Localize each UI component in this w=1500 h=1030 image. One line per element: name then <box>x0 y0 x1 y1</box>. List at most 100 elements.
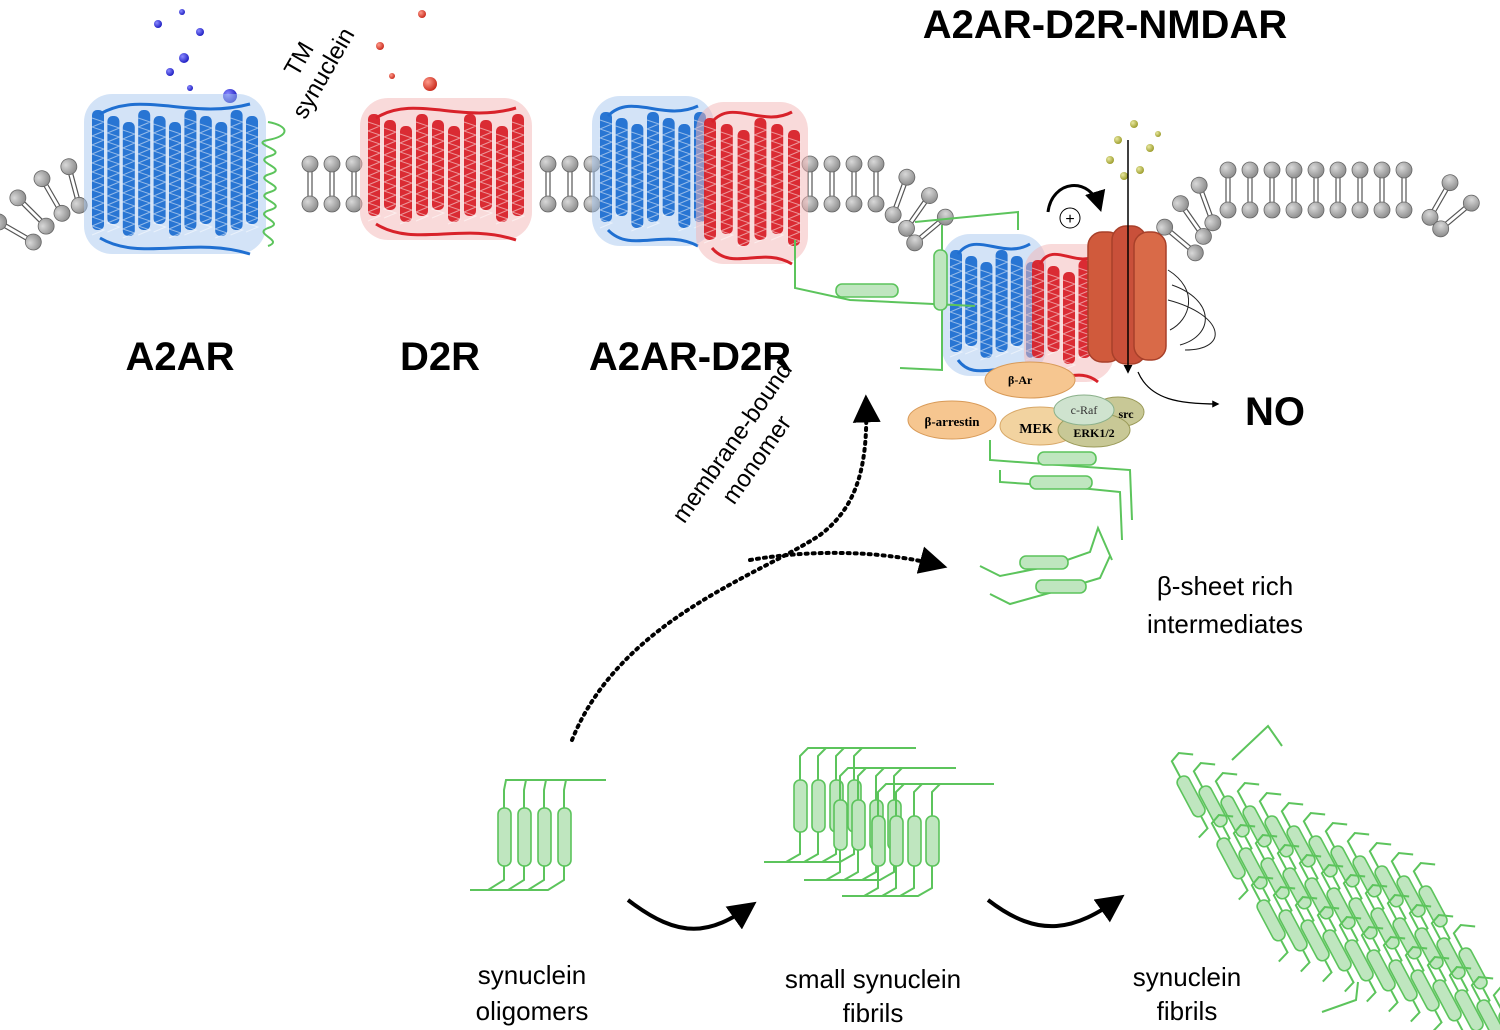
receptor-loop <box>375 222 517 242</box>
lipid <box>1307 161 1325 219</box>
stage-1-line-2: oligomers <box>476 996 589 1026</box>
synuclein-helix-cylinder <box>517 807 532 867</box>
synuclein-helix-cylinder <box>1414 927 1444 970</box>
synuclein-chain <box>470 862 505 891</box>
synuclein-chain <box>1322 959 1333 983</box>
fibril-unit <box>1470 976 1500 1030</box>
synuclein-chain <box>1278 939 1289 963</box>
glutamate-molecule <box>1106 156 1114 164</box>
synuclein-chain <box>1210 814 1234 840</box>
synuclein-chain <box>1338 916 1362 942</box>
dotted-arrow-to-monomer <box>570 394 881 742</box>
synuclein-chain <box>1276 844 1300 870</box>
synuclein-helix-cylinder <box>1308 835 1338 878</box>
synuclein-chain <box>764 832 801 863</box>
synuclein-chain <box>1254 834 1278 860</box>
no-label: NO <box>1245 390 1305 434</box>
synuclein-chain <box>913 783 994 816</box>
lipid <box>1263 161 1281 219</box>
synuclein-helix-cylinder <box>1037 451 1097 466</box>
synuclein-chain <box>764 832 819 863</box>
fibril-unit <box>1338 916 1377 1003</box>
synuclein-helix-cylinder <box>1238 847 1268 890</box>
receptor-loop <box>375 106 517 120</box>
synuclein-helix-cylinder <box>1366 949 1396 992</box>
lipid <box>9 189 55 235</box>
synuclein-chain <box>842 866 933 897</box>
synuclein-oligomers <box>470 779 606 891</box>
synuclein-helix-cylinder <box>1418 885 1448 928</box>
synuclein-chain <box>479 862 565 891</box>
synuclein-helix-cylinder <box>1476 999 1500 1030</box>
synuclein-helix-cylinder <box>1216 837 1246 880</box>
nmdar-channel <box>1087 140 1167 374</box>
transmembrane-helix <box>631 124 644 228</box>
beta-arrestin-label: β-arrestin <box>925 414 981 429</box>
lipid <box>845 155 863 213</box>
synuclein-helix-cylinder <box>1348 897 1378 940</box>
fibril-unit <box>1170 752 1209 839</box>
synuclein-helix-cylinder <box>497 807 512 867</box>
synuclein-helix-cylinder <box>1029 475 1093 490</box>
synuclein-chain <box>1298 854 1322 880</box>
synuclein-chain <box>1432 1009 1443 1030</box>
beta-sheet-intermediates <box>979 525 1113 606</box>
lipid <box>1351 161 1369 219</box>
synuclein-chain <box>1390 852 1414 878</box>
synuclein-chain <box>1410 999 1421 1023</box>
synuclein-helix-cylinder <box>1388 959 1418 1002</box>
lipid <box>1172 195 1212 245</box>
lipid <box>1241 161 1259 219</box>
synuclein-chain <box>1426 956 1450 982</box>
synuclein-helix-cylinder <box>1326 887 1356 930</box>
synuclein-aggregates <box>470 440 1500 1030</box>
receptor-loop <box>99 236 251 256</box>
synuclein-chain <box>1492 986 1500 1012</box>
synuclein-helix-cylinder <box>1396 875 1426 918</box>
synuclein-chain <box>931 783 994 816</box>
hidden-signal-label: β-Ar <box>1008 373 1033 387</box>
synuclein-helix-cylinder <box>1436 937 1466 980</box>
lipid <box>1395 161 1413 219</box>
tm-synuclein-label: TM synuclein <box>279 23 360 123</box>
synuclein-helix-cylinder <box>1304 877 1334 920</box>
synuclein-helix-cylinder <box>925 815 940 867</box>
receptor-loop <box>606 228 699 248</box>
lipid <box>33 170 71 222</box>
a2ar-label: A2AR <box>126 335 235 379</box>
glutamate-molecule <box>1114 136 1122 144</box>
receptor-loop <box>710 246 793 266</box>
synuclein-helix-cylinder <box>1344 939 1374 982</box>
d2r-receptor <box>360 98 532 242</box>
synuclein-chain <box>1236 782 1260 808</box>
fibril-unit <box>1302 812 1341 899</box>
lipid <box>1432 194 1480 238</box>
glutamate-molecule <box>1155 131 1161 137</box>
d2r-label: D2R <box>400 335 480 379</box>
lipid <box>561 155 579 213</box>
small-synuclein-fibrils <box>764 747 994 897</box>
synuclein-chain <box>1231 724 1283 761</box>
dopamine-molecule <box>423 77 437 91</box>
synuclein-chain <box>1382 936 1406 962</box>
craf-blob <box>1053 394 1115 426</box>
synuclein-helix-cylinder <box>1300 919 1330 962</box>
signaling-complex: β-Ar β-arrestin MEK c-Raf ERK1/2 src <box>907 361 1145 448</box>
stage-2-line-2: fibrils <box>843 998 904 1028</box>
synuclein-chain <box>804 850 859 881</box>
lipid <box>884 168 916 224</box>
synuclein-chain <box>1258 792 1282 818</box>
synuclein-helix-cylinder <box>1278 909 1308 952</box>
progression-arrow-2 <box>986 894 1125 929</box>
synuclein-helix-cylinder <box>1035 579 1087 594</box>
fibril-unit <box>1258 792 1297 879</box>
synuclein-chain <box>1448 966 1472 992</box>
heteromer-label: A2AR-D2R <box>589 335 791 379</box>
dopamine-molecule <box>418 10 426 18</box>
lipid <box>1285 161 1303 219</box>
glutamate-molecule <box>1136 166 1144 174</box>
synuclein-helix-cylinder <box>1286 825 1316 868</box>
fibril-unit <box>1280 802 1319 889</box>
